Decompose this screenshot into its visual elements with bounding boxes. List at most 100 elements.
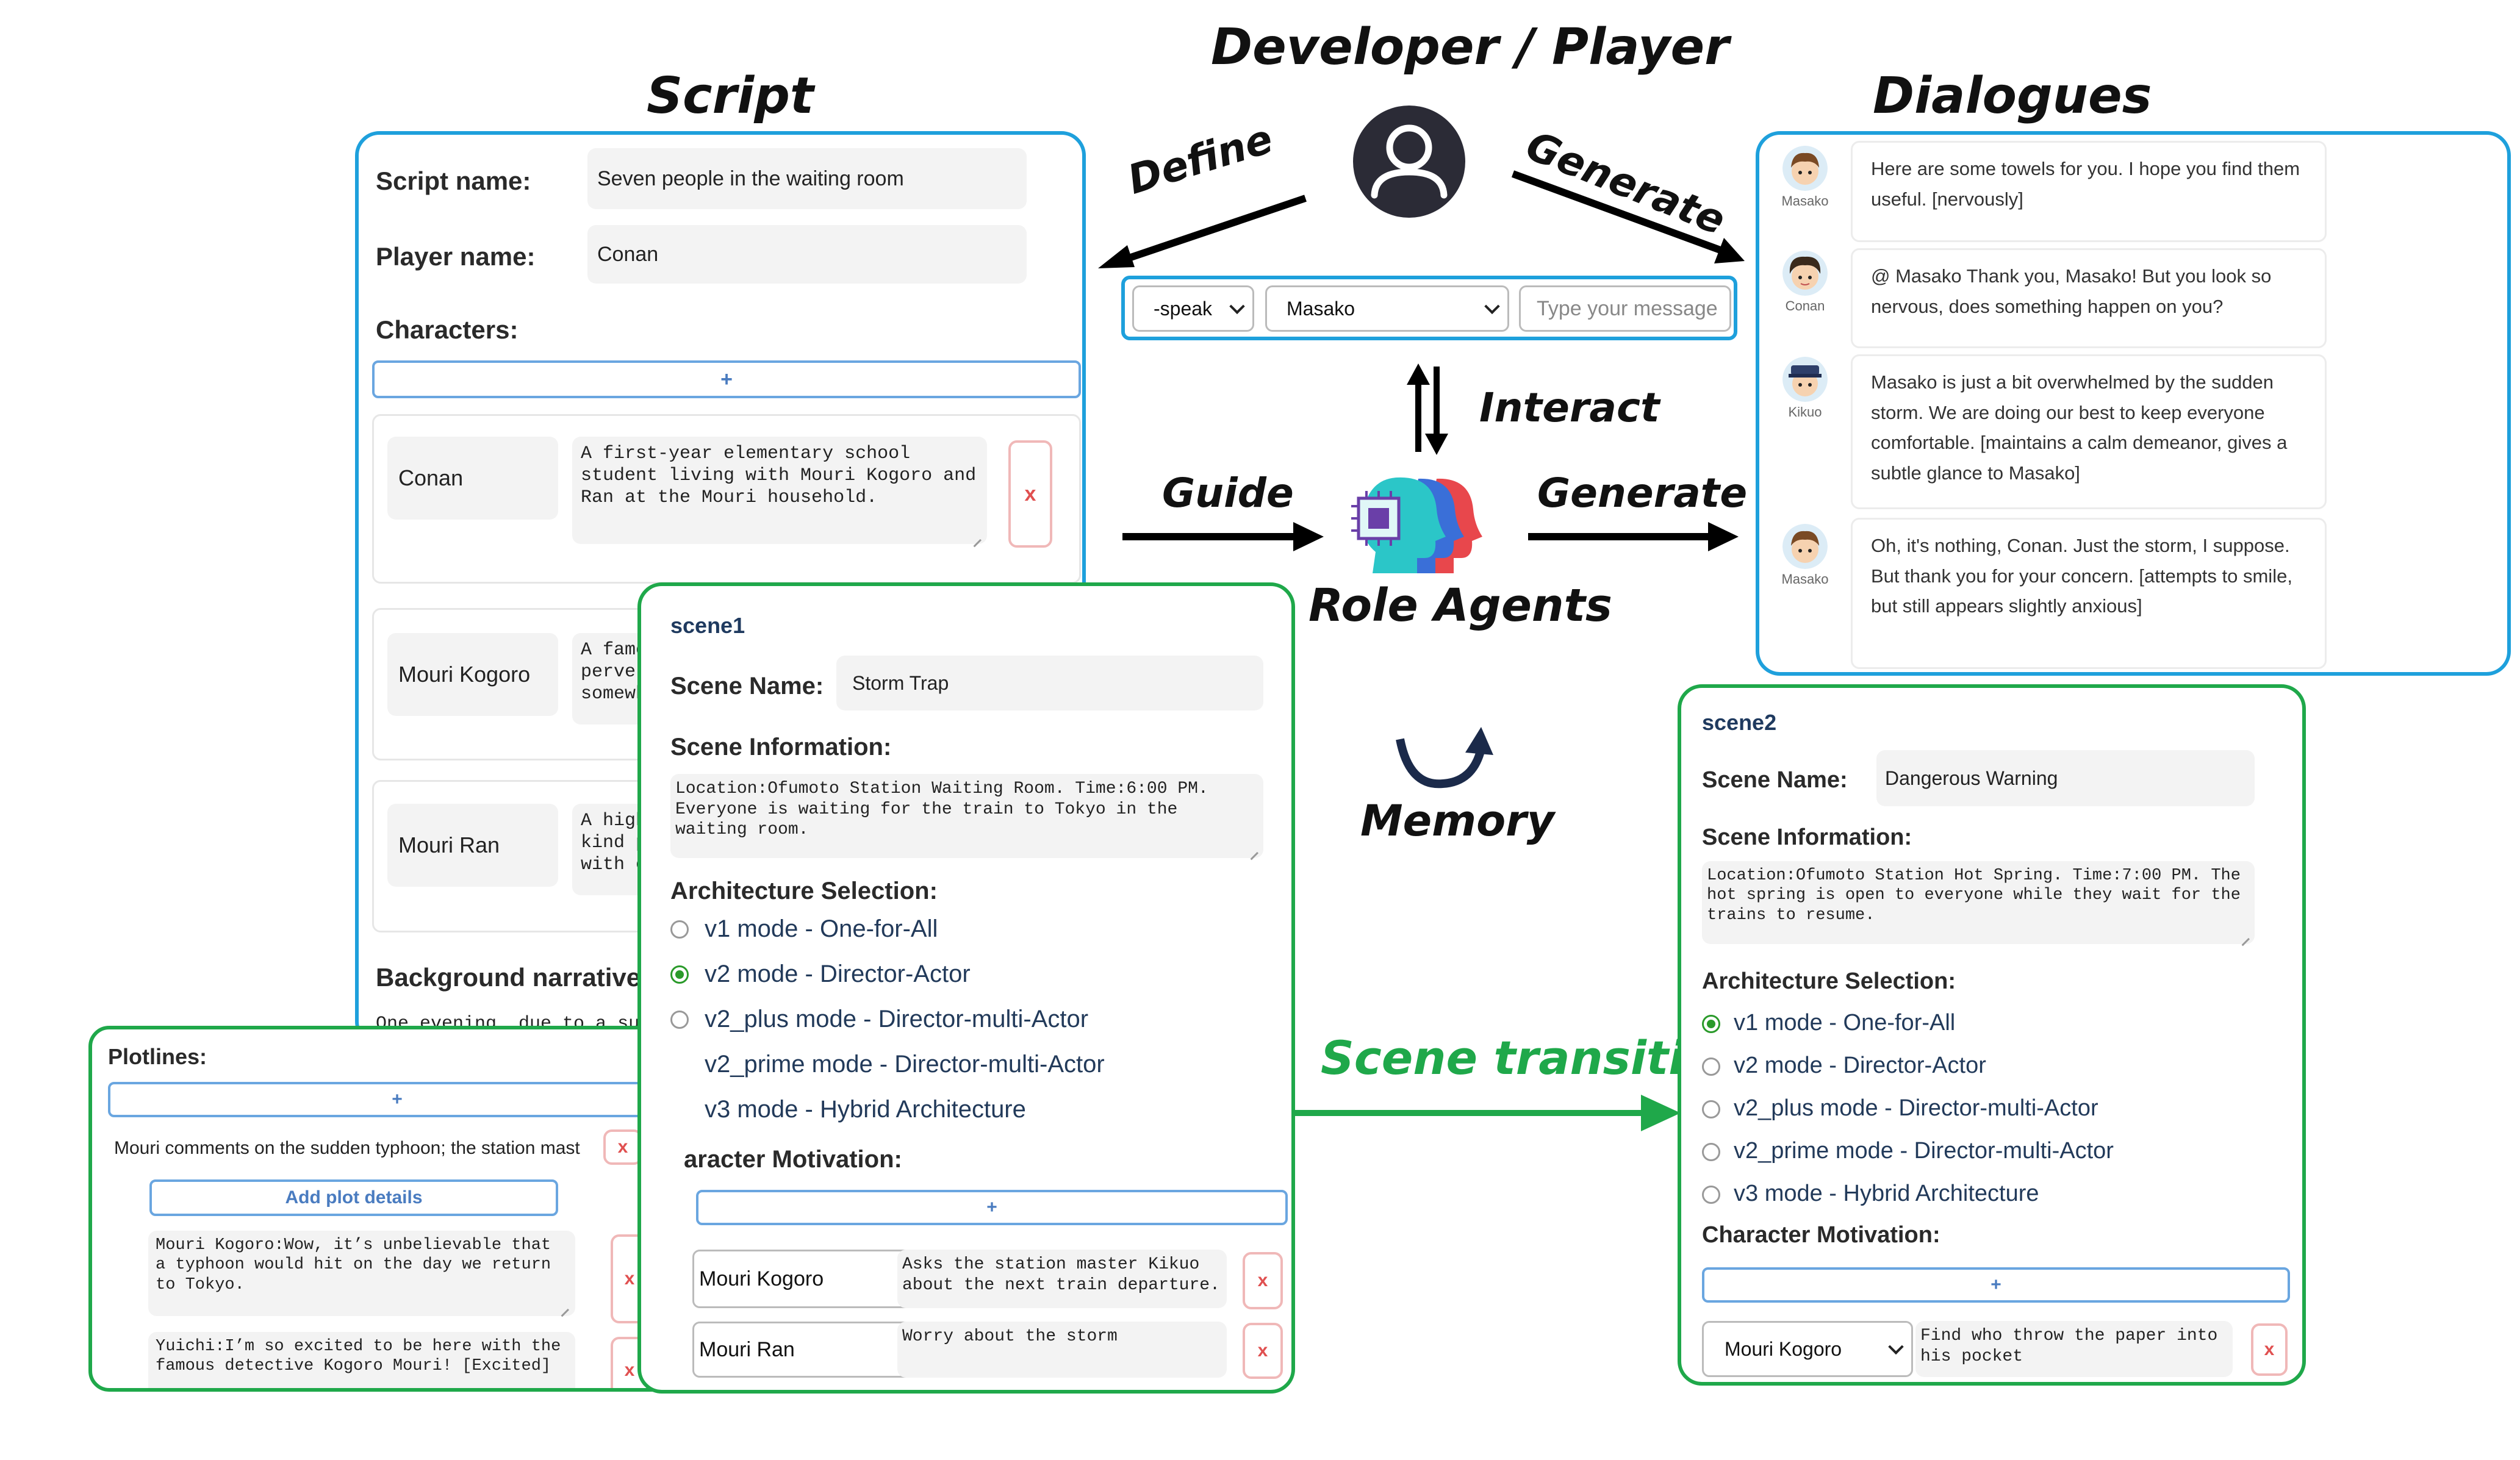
- remove-motivation-button[interactable]: x: [2251, 1323, 2288, 1376]
- scene2-motivation-input[interactable]: Find who throw the paper into his pocket: [1915, 1321, 2233, 1377]
- scene2-name-input[interactable]: Dangerous Warning: [1876, 750, 2255, 806]
- dialogue-message: Here are some towels for you. I hope you…: [1851, 141, 2327, 242]
- script-name-input[interactable]: Seven people in the waiting room: [587, 148, 1027, 209]
- character-card: Conan A first-year elementary school stu…: [372, 414, 1081, 584]
- scene2-title: scene2: [1702, 710, 1777, 735]
- chevron-down-icon: [1888, 1339, 1904, 1355]
- dialogues-title: Dialogues: [1873, 67, 2152, 125]
- character-name: Conan: [398, 465, 464, 490]
- scene1-name-input[interactable]: Storm Trap: [836, 656, 1263, 710]
- character-name: Mouri Ran: [398, 832, 500, 857]
- dialogues-panel: Masako Here are some towels for you. I h…: [1756, 131, 2511, 676]
- scene2-radio-v2-plus[interactable]: [1702, 1100, 1720, 1118]
- scene1-option-v2-prime[interactable]: v2_prime mode - Director-multi-Actor: [705, 1051, 1105, 1078]
- message-input[interactable]: Type your message: [1519, 285, 1731, 332]
- characters-label: Characters:: [376, 315, 519, 344]
- scene1-info-input[interactable]: Location:Ofumoto Station Waiting Room. T…: [670, 774, 1263, 858]
- plot-detail-text: Yuichi:I’m so excited to be here with th…: [156, 1337, 571, 1376]
- scene2-option-v3: v3 mode - Hybrid Architecture: [1734, 1181, 2039, 1206]
- player-name-label: Player name:: [376, 242, 536, 271]
- background-narrative-label: Background narrative:: [376, 963, 650, 992]
- scene2-radio-v2[interactable]: [1702, 1057, 1720, 1076]
- masako-avatar: [1782, 524, 1828, 569]
- scene1-motivation-input[interactable]: Worry about the storm: [897, 1322, 1227, 1378]
- scene2-add-motivation-button[interactable]: +: [1702, 1267, 2290, 1303]
- resize-handle-icon[interactable]: [559, 1300, 570, 1311]
- dialogue-speaker: Kikuo: [1788, 404, 1822, 420]
- mode-select-value: -speak: [1154, 298, 1213, 320]
- scene1-motivation-character-select[interactable]: Mouri Ran: [692, 1322, 924, 1378]
- character-select-value: Masako: [1287, 298, 1355, 320]
- scene2-radio-v3[interactable]: [1702, 1186, 1720, 1204]
- remove-character-button[interactable]: x: [1008, 440, 1052, 548]
- scene2-motivation-character-select[interactable]: Mouri Kogoro: [1702, 1321, 1913, 1377]
- resize-handle-icon[interactable]: [1249, 843, 1260, 854]
- character-select[interactable]: Masako: [1265, 285, 1509, 332]
- scene2-motivation-label: Character Motivation:: [1702, 1222, 1940, 1248]
- scene1-option-v2: v2 mode - Director-Actor: [705, 961, 971, 987]
- remove-motivation-button[interactable]: x: [1243, 1252, 1283, 1309]
- scene1-name-value: Storm Trap: [852, 672, 949, 694]
- remove-plotline-button[interactable]: x: [603, 1129, 642, 1165]
- scene1-title: scene1: [670, 613, 745, 638]
- scene1-option-v3[interactable]: v3 mode - Hybrid Architecture: [705, 1096, 1026, 1123]
- generate-mid-arrow: [1525, 518, 1745, 555]
- dialogue-speaker: Conan: [1785, 298, 1825, 313]
- scene2-radio-v1[interactable]: [1702, 1015, 1720, 1033]
- resize-handle-icon[interactable]: [2240, 929, 2251, 940]
- role-agents-label: Role Agents: [1308, 579, 1612, 632]
- motivation-text: Worry about the storm: [902, 1327, 1118, 1346]
- role-agents-icon: [1345, 467, 1492, 576]
- dialogue-speaker: Masako: [1781, 193, 1829, 209]
- scene1-info-text: Location:Ofumoto Station Waiting Room. T…: [675, 779, 1219, 840]
- dialogue-text: @ Masako Thank you, Masako! But you look…: [1871, 265, 2272, 317]
- define-arrow: [1092, 189, 1312, 274]
- plotlines-label: Plotlines:: [108, 1044, 207, 1069]
- scene1-radio-v2-plus[interactable]: [670, 1011, 689, 1029]
- scene2-name-value: Dangerous Warning: [1885, 767, 2058, 789]
- scene2-panel: scene2 Scene Name: Dangerous Warning Sce…: [1678, 684, 2306, 1386]
- scene1-panel: scene1 Scene Name: Storm Trap Scene Info…: [637, 582, 1295, 1394]
- scene2-option-v2-plus: v2_plus mode - Director-multi-Actor: [1734, 1095, 2098, 1121]
- character-name-input[interactable]: Conan: [387, 437, 558, 520]
- scene1-motivation-character-select[interactable]: Mouri Kogoro: [692, 1250, 924, 1308]
- script-title: Script: [647, 67, 814, 125]
- memory-icon: [1391, 726, 1495, 793]
- scene2-info-text: Location:Ofumoto Station Hot Spring. Tim…: [1707, 867, 2251, 925]
- character-name-input[interactable]: Mouri Ran: [387, 804, 558, 887]
- scene1-motivation-input[interactable]: Asks the station master Kikuo about the …: [897, 1250, 1227, 1308]
- motivation-text: Asks the station master Kikuo about the …: [902, 1255, 1220, 1295]
- dialogue-text: Masako is just a bit overwhelmed by the …: [1871, 371, 2288, 484]
- player-name-input[interactable]: Conan: [587, 225, 1027, 284]
- add-plotline-button[interactable]: +: [108, 1082, 686, 1117]
- scene2-option-v2-prime: v2_prime mode - Director-multi-Actor: [1734, 1138, 2114, 1164]
- generate-mid-label: Generate: [1537, 470, 1748, 517]
- scene1-radio-v1[interactable]: [670, 920, 689, 939]
- script-name-value: Seven people in the waiting room: [597, 167, 904, 190]
- add-character-button[interactable]: +: [372, 360, 1081, 398]
- scene2-radio-v2-prime[interactable]: [1702, 1143, 1720, 1161]
- resize-handle-icon[interactable]: [972, 531, 983, 542]
- selected-character: Mouri Kogoro: [699, 1267, 824, 1290]
- plot-detail-input[interactable]: Mouri Kogoro:Wow, it’s unbelievable that…: [148, 1231, 575, 1316]
- scene2-option-v2: v2 mode - Director-Actor: [1734, 1053, 1986, 1078]
- mode-select[interactable]: -speak: [1132, 285, 1254, 332]
- add-plot-details-button[interactable]: Add plot details: [149, 1179, 558, 1216]
- scene2-info-input[interactable]: Location:Ofumoto Station Hot Spring. Tim…: [1702, 861, 2255, 944]
- scene1-option-v2-plus: v2_plus mode - Director-multi-Actor: [705, 1006, 1089, 1032]
- scene1-architecture-label: Architecture Selection:: [670, 878, 938, 904]
- scene-transition-arrow: [1272, 1092, 1687, 1134]
- kikuo-avatar: [1782, 357, 1828, 402]
- scene1-add-motivation-button[interactable]: +: [696, 1190, 1288, 1225]
- plot-detail-input[interactable]: Yuichi:I’m so excited to be here with th…: [148, 1332, 575, 1388]
- chevron-down-icon: [1484, 298, 1500, 315]
- character-description-input[interactable]: A first-year elementary school student l…: [572, 437, 987, 544]
- plot-detail-text: Mouri Kogoro:Wow, it’s unbelievable that…: [156, 1236, 561, 1294]
- remove-motivation-button[interactable]: x: [1243, 1323, 1283, 1379]
- scene1-radio-v2[interactable]: [670, 965, 689, 984]
- plotline-text: Mouri comments on the sudden typhoon; th…: [114, 1138, 580, 1158]
- character-name-input[interactable]: Mouri Kogoro: [387, 633, 558, 716]
- plotlines-panel: Plotlines: + Mouri comments on the sudde…: [88, 1026, 698, 1392]
- memory-label: Memory: [1360, 796, 1555, 846]
- scene1-name-label: Scene Name:: [670, 673, 824, 700]
